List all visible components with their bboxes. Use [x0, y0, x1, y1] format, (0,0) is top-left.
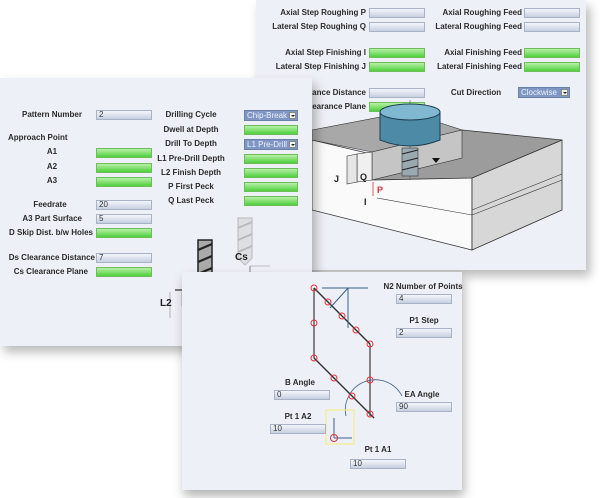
pt1-a1-input[interactable]: 10	[350, 459, 406, 469]
drill-to-depth-label: Drill To Depth	[165, 139, 217, 148]
pattern-number-input[interactable]: 2	[96, 110, 152, 120]
axial-step-roughing-label: Axial Step Roughing P	[280, 8, 366, 17]
d-skip-distance-label: D Skip Dist. b/w Holes	[8, 228, 93, 237]
drilling-cycle-select[interactable]: Chip-Break	[244, 110, 298, 121]
b-angle-input[interactable]: 0	[274, 390, 330, 400]
lateral-step-finishing-input[interactable]	[369, 62, 425, 72]
p-first-peck-input[interactable]	[244, 182, 298, 192]
a3-part-surface-label: A3 Part Surface	[22, 214, 82, 223]
l1-predrill-depth-label: L1 Pre-Drill Depth	[157, 154, 225, 163]
i-label: I	[364, 197, 367, 207]
chevron-down-icon[interactable]	[561, 89, 568, 96]
drilling-cycle-value: Chip-Break	[247, 111, 288, 120]
pt1-a2-input[interactable]: 10	[270, 424, 326, 434]
a1-input[interactable]	[96, 148, 152, 158]
pocket-milling-illustration: J Q P I	[311, 100, 563, 251]
n2-number-of-points-input[interactable]: 4	[396, 294, 452, 304]
q-last-peck-label: Q Last Peck	[168, 196, 214, 205]
axial-finishing-feed-label: Axial Finishing Feed	[444, 48, 522, 57]
a1-label: A1	[46, 147, 58, 156]
drilling-cycle-label: Drilling Cycle	[165, 110, 217, 119]
j-label: J	[334, 174, 339, 184]
chevron-down-icon[interactable]	[289, 141, 296, 148]
lateral-finishing-feed-input[interactable]	[524, 62, 580, 72]
dwell-at-depth-label: Dwell at Depth	[163, 125, 219, 134]
a2-label: A2	[46, 162, 58, 171]
lateral-step-finishing-label: Lateral Step Finishing J	[275, 62, 366, 71]
l2-finish-depth-label: L2 Finish Depth	[161, 168, 221, 177]
n2-number-of-points-label: N2 Number of Points	[383, 282, 463, 291]
a3-input[interactable]	[96, 177, 152, 187]
axial-step-finishing-input[interactable]	[369, 48, 425, 58]
l2-finish-depth-input[interactable]	[244, 168, 298, 178]
chevron-down-icon[interactable]	[289, 112, 296, 119]
axial-roughing-feed-label: Axial Roughing Feed	[442, 8, 522, 17]
l2-label: L2	[160, 298, 172, 309]
cs-clearance-plane-input[interactable]	[96, 267, 152, 277]
ea-angle-input[interactable]: 90	[396, 402, 452, 412]
cut-direction-select[interactable]: Clockwise	[518, 87, 570, 98]
b-angle-label: B Angle	[285, 378, 315, 387]
l1-predrill-depth-input[interactable]	[244, 154, 298, 164]
cut-direction-value: Clockwise	[521, 88, 558, 97]
ds-clearance-distance-input[interactable]: 7	[96, 253, 152, 263]
p-first-peck-label: P First Peck	[168, 182, 214, 191]
feedrate-label: Feedrate	[33, 200, 67, 209]
approach-point-label: Approach Point	[8, 133, 68, 142]
p-label: P	[377, 185, 383, 195]
a2-input[interactable]	[96, 163, 152, 173]
p1-step-label: P1 Step	[409, 316, 439, 325]
axial-step-roughing-input[interactable]	[369, 8, 425, 18]
ea-angle-label: EA Angle	[404, 390, 440, 399]
lateral-step-roughing-label: Lateral Step Roughing Q	[272, 22, 366, 31]
drill-to-depth-value: L1 Pre-Drill	[247, 140, 288, 149]
pt1-a2-label: Pt 1 A2	[284, 412, 312, 421]
q-label: Q	[360, 172, 367, 182]
pattern-diagram	[310, 284, 403, 445]
hole-pattern-panel: N2 Number of Points 4 P1 Step 2 B Angle …	[182, 272, 463, 490]
feedrate-input[interactable]: 20	[96, 200, 152, 210]
lateral-finishing-feed-label: Lateral Finishing Feed	[437, 62, 522, 71]
q-last-peck-input[interactable]	[244, 196, 298, 206]
cut-direction-label: Cut Direction	[450, 88, 502, 97]
drill-to-depth-select[interactable]: L1 Pre-Drill	[244, 139, 298, 150]
p1-step-input[interactable]: 2	[396, 328, 452, 338]
axial-roughing-feed-input[interactable]	[524, 8, 580, 18]
cs-clearance-plane-label: Cs Clearance Plane	[13, 267, 88, 276]
pt1-a1-label: Pt 1 A1	[364, 445, 392, 454]
d-skip-distance-input[interactable]	[96, 228, 152, 238]
clearance-distance-input[interactable]	[369, 88, 425, 98]
j-wall	[346, 153, 358, 185]
a3-label: A3	[46, 176, 58, 185]
cs-label: Cs	[235, 252, 248, 263]
pattern-number-label: Pattern Number	[21, 110, 82, 119]
lateral-step-roughing-input[interactable]	[369, 22, 425, 32]
drill-bit-ghost-icon	[237, 217, 253, 266]
ds-clearance-distance-label: Ds Clearance Distance	[8, 253, 95, 262]
lateral-roughing-feed-input[interactable]	[524, 22, 580, 32]
end-mill-cutter-icon	[379, 103, 441, 177]
lateral-roughing-feed-label: Lateral Roughing Feed	[435, 22, 522, 31]
clearance-plane-label: Clearance Plane	[304, 102, 366, 111]
axial-finishing-feed-input[interactable]	[524, 48, 580, 58]
axial-step-finishing-label: Axial Step Finishing I	[285, 48, 366, 57]
a3-part-surface-input[interactable]: 5	[96, 214, 152, 224]
clearance-distance-label: Clearance Distance	[292, 88, 366, 97]
dwell-at-depth-input[interactable]	[244, 125, 298, 135]
